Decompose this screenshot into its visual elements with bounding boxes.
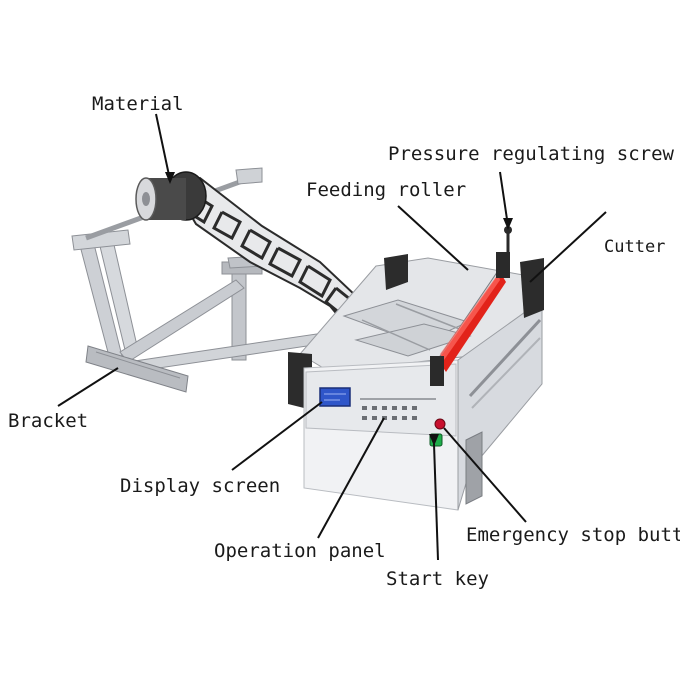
leader-lines (57, 113, 607, 561)
leader-pressure-screw (499, 171, 509, 227)
leader-feeding-roller (397, 205, 469, 271)
operation-panel (360, 398, 436, 420)
leader-cutter (529, 211, 607, 283)
label-cutter: Cutter (604, 237, 665, 257)
leader-start-key (433, 443, 439, 561)
leader-bracket (57, 367, 119, 407)
label-operation-panel: Operation panel (214, 540, 386, 562)
leader-arrowheads (165, 172, 513, 446)
label-feeding-roller: Feeding roller (306, 179, 466, 201)
label-pressure-screw: Pressure regulating screw (388, 143, 675, 165)
material-roll (135, 171, 374, 332)
display-screen (319, 387, 351, 407)
label-start-key: Start key (386, 568, 489, 590)
pressure-screw (504, 226, 512, 254)
leader-display-screen (231, 401, 323, 471)
label-display-screen: Display screen (120, 475, 280, 497)
feeding-roller (430, 252, 510, 386)
label-material: Material (92, 93, 184, 115)
leader-operation-panel (317, 417, 385, 539)
leader-material (155, 113, 171, 181)
label-bracket: Bracket (8, 410, 88, 432)
label-emergency-stop: Emergency stop button (466, 524, 680, 546)
machine-body (288, 254, 544, 511)
leader-emergency-stop (443, 427, 527, 523)
emergency-stop-button (434, 418, 446, 430)
